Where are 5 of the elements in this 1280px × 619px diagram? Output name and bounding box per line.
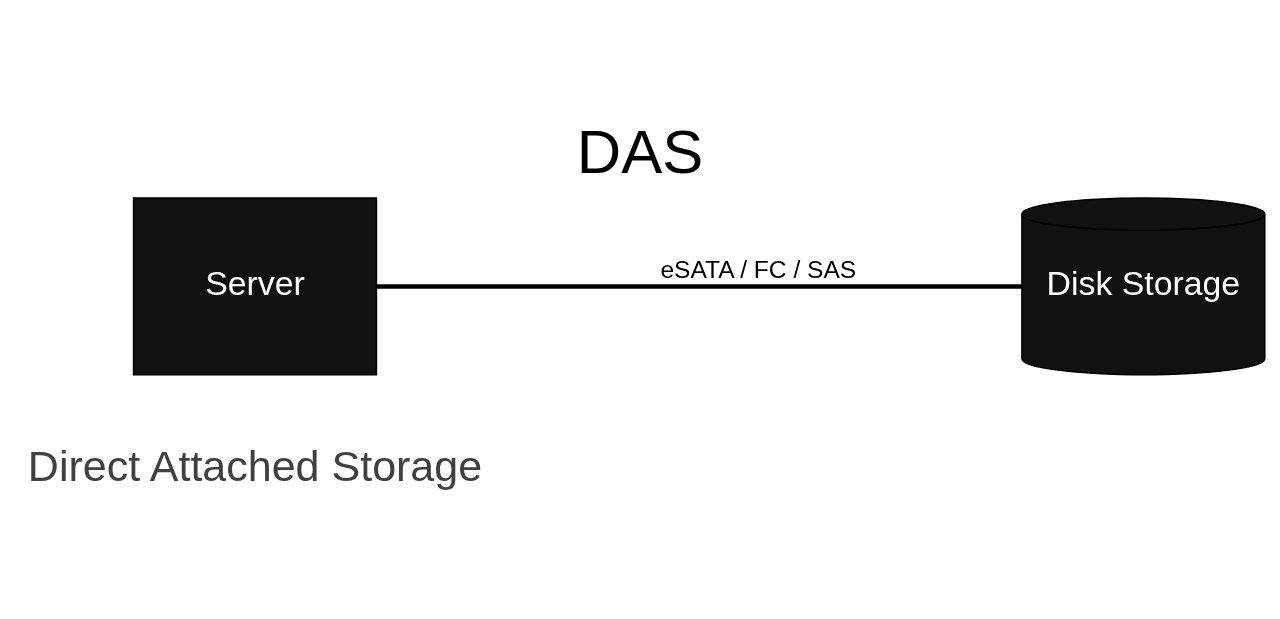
- edge-label: eSATA / FC / SAS: [660, 256, 857, 284]
- connector: [376, 284, 1022, 289]
- label: Direct Attached Storage: [27, 442, 483, 491]
- diagram-title: DAS: [576, 117, 704, 187]
- node-box: Server: [132, 197, 378, 376]
